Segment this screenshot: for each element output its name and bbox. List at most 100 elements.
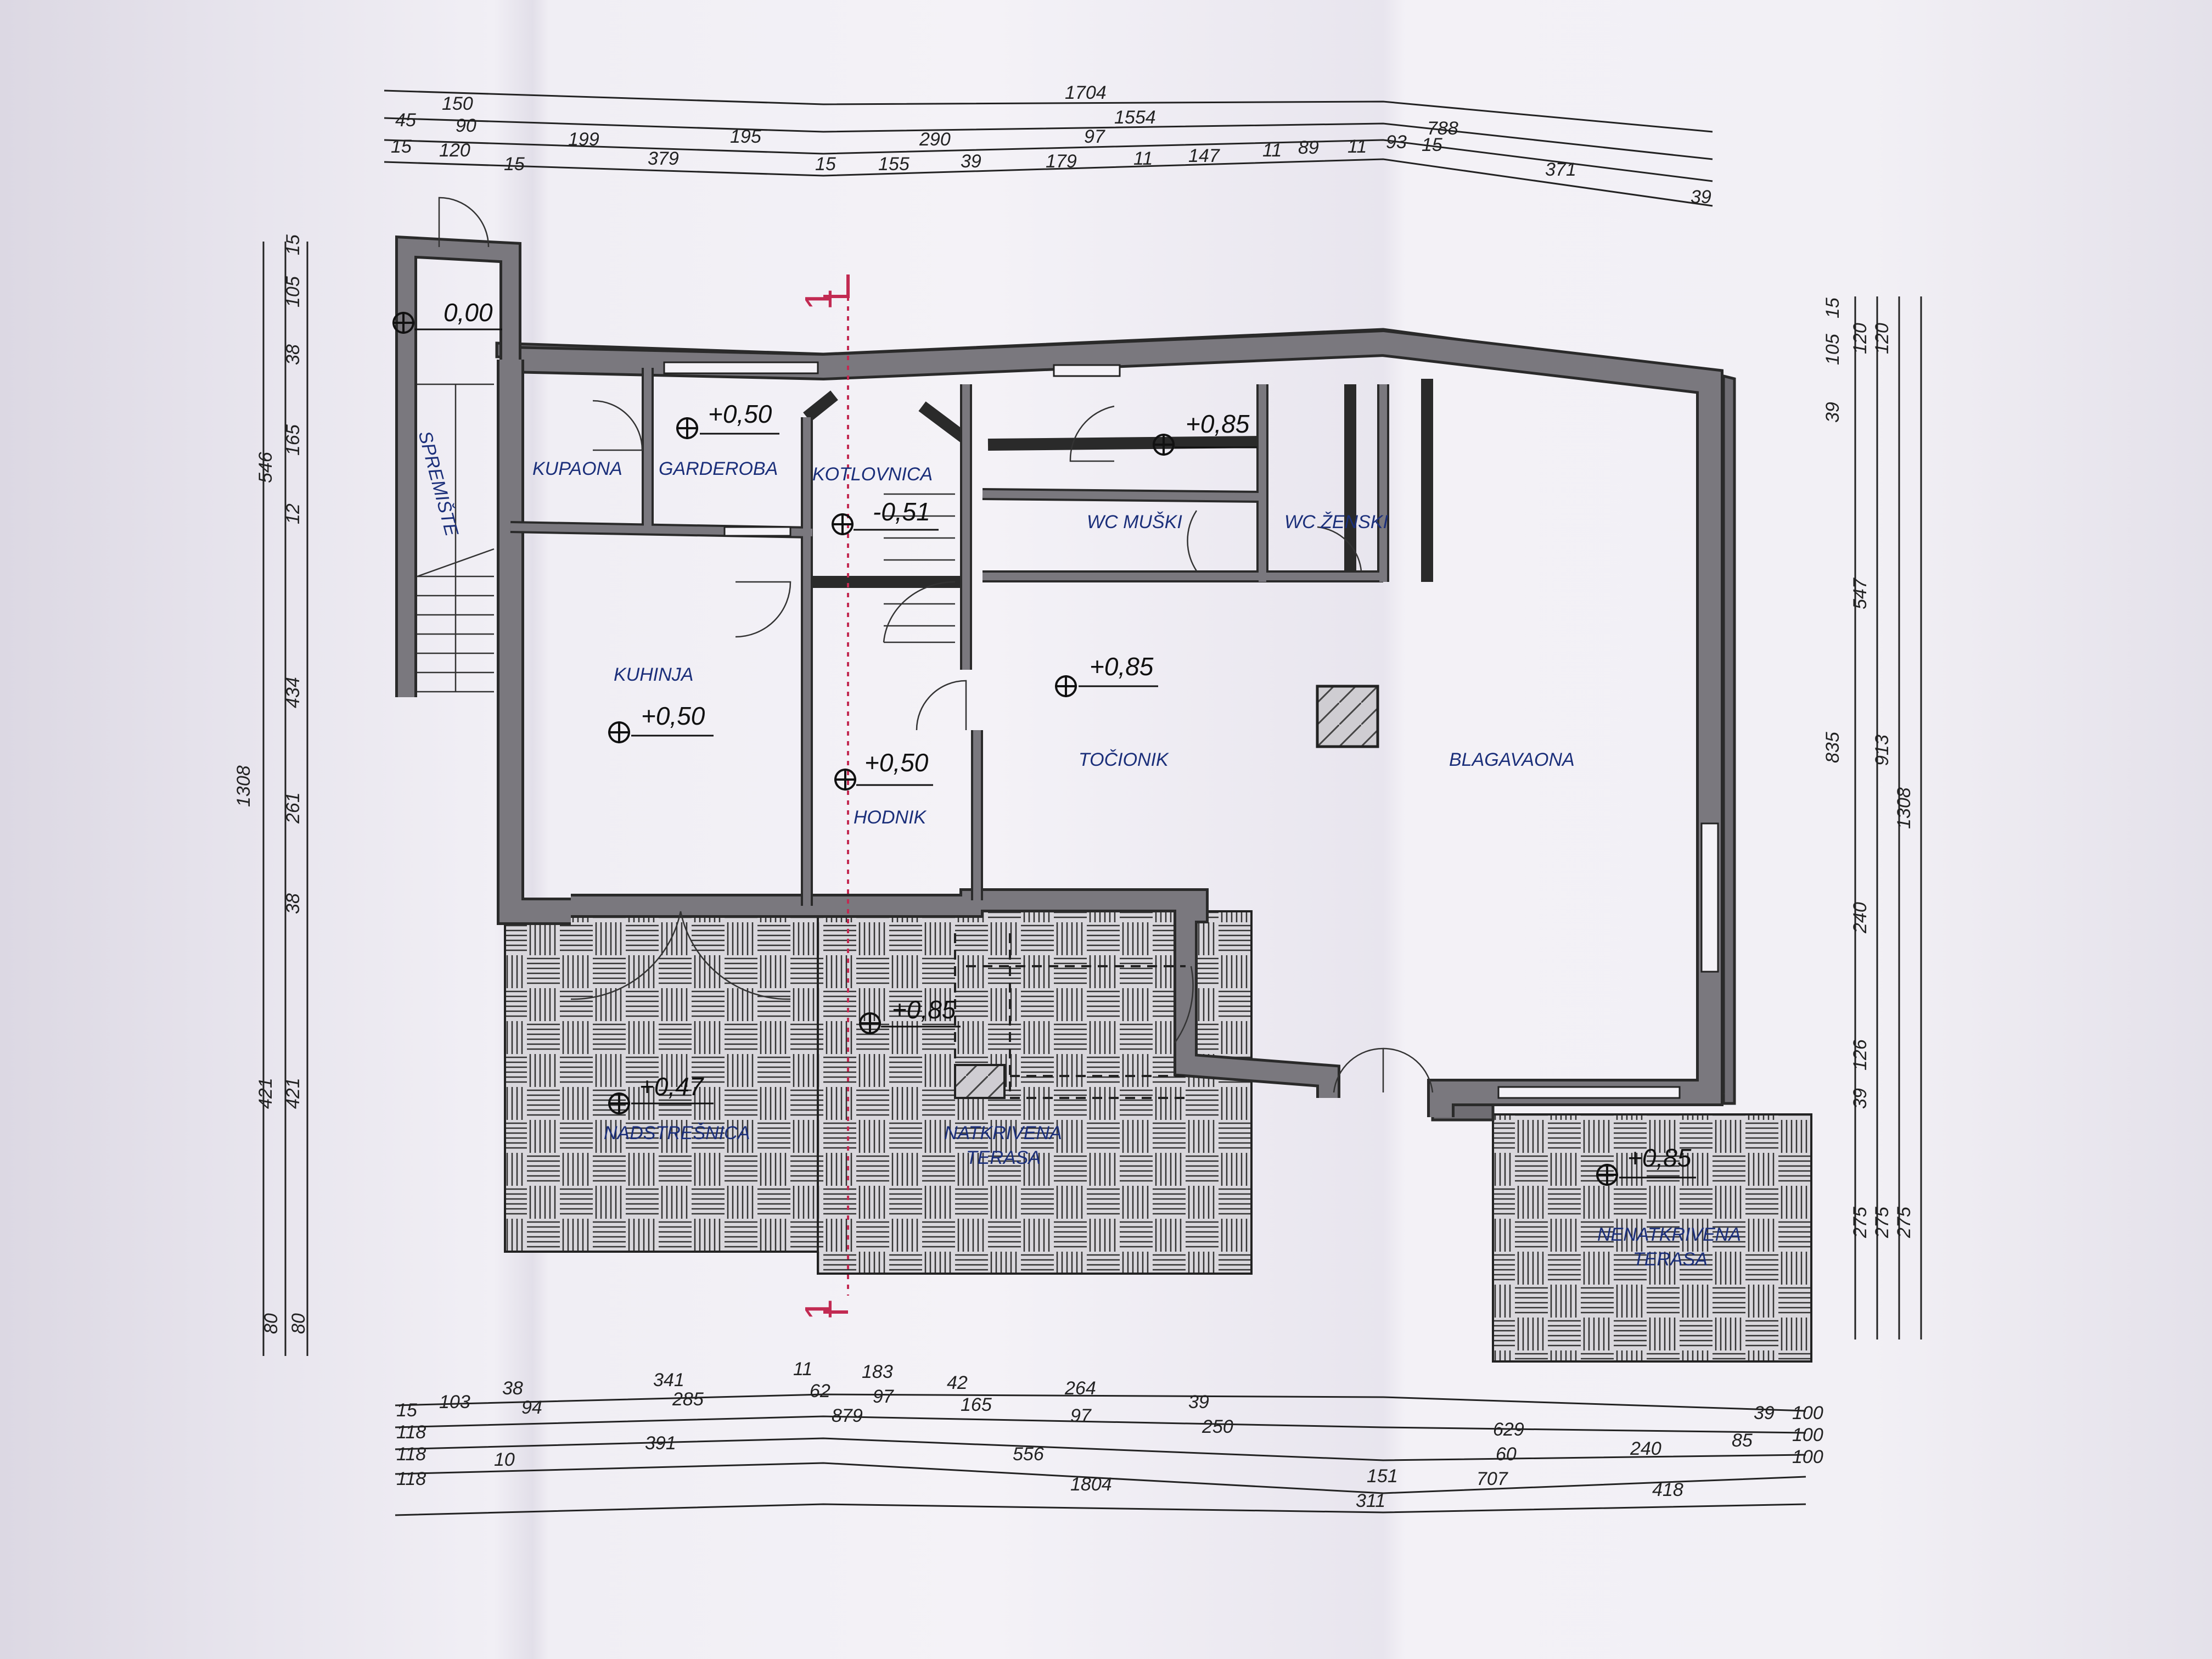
dim-right-39b: 39 (1822, 402, 1843, 423)
dim-bot-103: 103 (439, 1392, 470, 1413)
room-label-natkrivena-1: NATKRIVENA (944, 1123, 1062, 1144)
dim-bot-38: 38 (502, 1378, 523, 1399)
dim-bot-629: 629 (1493, 1419, 1524, 1440)
section-line-1 (823, 274, 850, 1314)
dim-bot-62: 62 (810, 1381, 830, 1402)
dim-top-195: 195 (730, 126, 761, 147)
dim-bot-10: 10 (494, 1449, 515, 1470)
dim-top-15d: 15 (1422, 134, 1442, 155)
dim-bot-285: 285 (672, 1389, 704, 1410)
dim-bot-879: 879 (832, 1405, 863, 1426)
room-label-nenatkrivena-1: NENATKRIVENA (1597, 1224, 1741, 1245)
room-label-kuhinja: KUHINJA (614, 664, 693, 685)
nadstresnica-floor (504, 910, 819, 1253)
dim-bot-11: 11 (793, 1359, 812, 1380)
dim-left-80a: 80 (261, 1313, 282, 1334)
dim-left-421b: 421 (283, 1078, 304, 1109)
dim-top-93: 93 (1386, 132, 1407, 153)
dim-bot-118c: 118 (396, 1469, 426, 1489)
room-label-wc-muski: WC MUŠKI (1087, 512, 1182, 533)
dim-top-147: 147 (1188, 145, 1220, 166)
dim-top-97: 97 (1084, 126, 1105, 147)
dim-right-39: 39 (1850, 1088, 1871, 1109)
dim-top-120: 120 (439, 140, 470, 161)
dim-bot-94: 94 (521, 1397, 542, 1418)
dim-right-275c: 275 (1894, 1207, 1915, 1238)
dim-bot-118a: 118 (396, 1422, 426, 1443)
dim-right-547: 547 (1850, 578, 1871, 609)
dim-left-546: 546 (255, 452, 276, 483)
room-label-tocionik: TOČIONIK (1079, 749, 1169, 770)
dim-right-1308: 1308 (1894, 787, 1915, 829)
level-kuhinja: +0,50 (641, 702, 705, 730)
stairs-kotlovnica (883, 493, 956, 643)
door-swings (438, 197, 1434, 1093)
level-hodnik: +0,50 (864, 748, 929, 777)
dim-top-89: 89 (1298, 137, 1319, 158)
dim-bot-556: 556 (1013, 1444, 1044, 1465)
dim-left-421a: 421 (255, 1078, 276, 1109)
dim-bot-85: 85 (1732, 1430, 1753, 1451)
dim-bot-240: 240 (1630, 1438, 1661, 1459)
dim-left-38b: 38 (283, 344, 304, 365)
room-label-kotlovnica: KOTLOVNICA (812, 464, 933, 485)
dim-left-165: 165 (283, 424, 304, 456)
dim-bot-100b: 100 (1792, 1425, 1823, 1445)
terrace-dashes (954, 933, 1186, 1099)
dim-top-11a: 11 (1133, 148, 1153, 169)
room-label-garderoba: GARDEROBA (659, 458, 778, 479)
dim-bot-97b: 97 (1070, 1405, 1092, 1426)
dim-top-15a: 15 (391, 136, 412, 157)
terrace-column (954, 1064, 1006, 1099)
dim-top-155: 155 (878, 154, 909, 175)
dim-bot-15: 15 (396, 1400, 417, 1421)
dimension-lines-bottom (395, 1393, 1806, 1516)
dim-right-275b: 275 (1872, 1207, 1893, 1238)
room-label-nenatkrivena-2: TERASA (1633, 1249, 1708, 1270)
dim-bot-264: 264 (1064, 1378, 1096, 1399)
stairs-spremiste (417, 383, 495, 693)
main-perimeter-fill (510, 332, 1721, 1117)
room-label-blagavaona: BLAGAVAONA (1449, 749, 1575, 770)
dim-top-371: 371 (1545, 159, 1576, 180)
dim-left-434: 434 (283, 677, 304, 708)
dim-left-15: 15 (283, 234, 304, 255)
dim-bot-100a: 100 (1792, 1403, 1823, 1423)
dim-right-105: 105 (1822, 334, 1843, 365)
dim-bot-118b: 118 (396, 1444, 426, 1465)
dim-top-788: 788 (1427, 118, 1458, 139)
dim-bot-151: 151 (1367, 1466, 1398, 1487)
dim-top-11b: 11 (1262, 140, 1282, 161)
section-mark-top: 1 (797, 289, 840, 310)
dim-bot-39: 39 (1188, 1392, 1209, 1413)
level-underlines (414, 328, 1696, 1179)
dim-right-913: 913 (1872, 735, 1893, 766)
dim-right-15: 15 (1822, 298, 1843, 318)
room-label-nadstresnica: NADSTREŠNICA (604, 1123, 750, 1144)
west-wall-fill (499, 360, 571, 922)
dim-bot-183: 183 (862, 1361, 893, 1382)
dim-bot-42: 42 (947, 1372, 968, 1393)
section-mark-bottom: 1 (797, 1299, 840, 1320)
dim-bot-707: 707 (1476, 1469, 1508, 1489)
dim-left-261: 261 (283, 792, 304, 824)
dim-bot-100c: 100 (1792, 1447, 1823, 1467)
nenatkrivena-terasa-floor (1492, 1113, 1812, 1363)
dim-right-120a: 120 (1850, 323, 1871, 354)
level-nenatkrivena: +0,85 (1627, 1144, 1692, 1172)
dim-left-105: 105 (283, 276, 304, 307)
dim-right-275a: 275 (1850, 1207, 1871, 1238)
level-natkrivena: +0,85 (892, 995, 956, 1024)
dim-top-39b: 39 (1691, 187, 1711, 208)
dim-top-90: 90 (456, 115, 476, 136)
dim-bot-391: 391 (645, 1433, 676, 1454)
dim-top-11c: 11 (1348, 136, 1367, 157)
dim-top-290: 290 (919, 129, 951, 150)
dim-bot-165: 165 (961, 1394, 992, 1415)
dim-top-179: 179 (1046, 151, 1077, 172)
dim-left-1308: 1308 (233, 765, 254, 807)
level-spremiste: 0,00 (443, 298, 493, 327)
windows (663, 361, 1719, 1099)
